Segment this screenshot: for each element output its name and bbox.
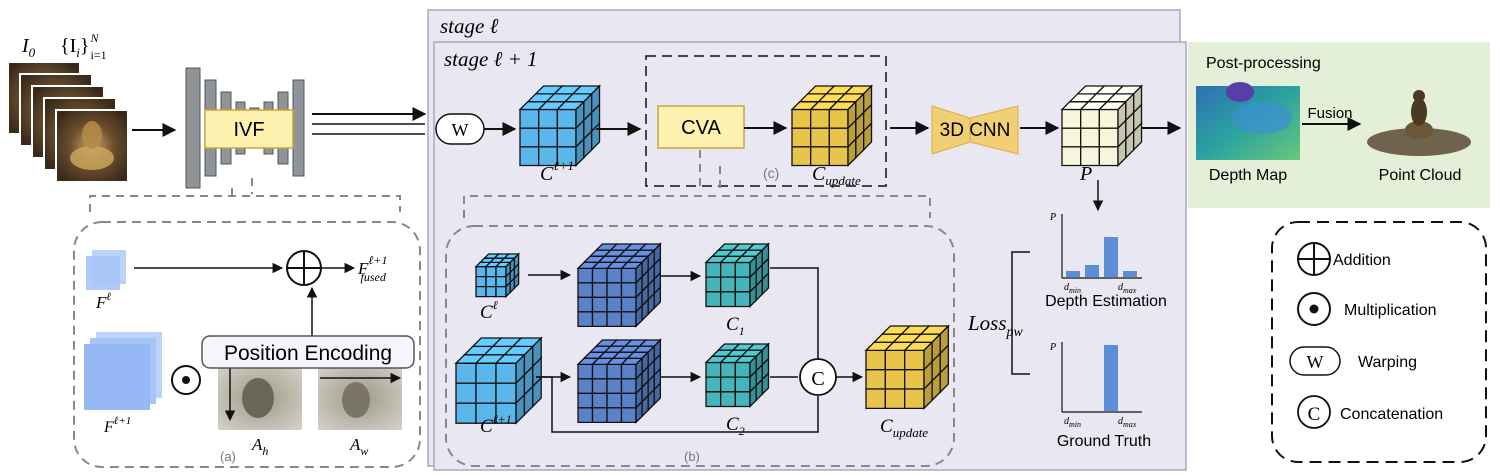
concat-node: C xyxy=(799,358,837,396)
c-l-cube xyxy=(474,252,521,299)
detail-a-connector xyxy=(89,178,401,212)
attention-map-w xyxy=(318,366,402,430)
cva-detail-panel xyxy=(445,225,955,467)
c1-label: C1 xyxy=(726,314,745,338)
cnn-3d: 3D CNN xyxy=(931,105,1019,155)
depth-estimation-bar-3 xyxy=(1123,271,1137,277)
feature-f-l xyxy=(86,250,126,290)
cnn-label: 3D CNN xyxy=(940,120,1011,141)
attention-map-h xyxy=(218,362,302,430)
svg-text:Warping: Warping xyxy=(1358,354,1417,371)
c1-cube xyxy=(704,242,771,309)
gt-dmax-label: dmax xyxy=(1118,416,1137,429)
legend-warping: W Warping xyxy=(1289,346,1417,376)
detail-b-connector xyxy=(463,150,931,218)
svg-text:P: P xyxy=(1049,342,1056,353)
legend-addition: Addition xyxy=(1297,242,1391,276)
depth-map xyxy=(1196,82,1300,160)
ref-image-label: I0 xyxy=(21,35,36,60)
dmin-label: dmin xyxy=(1064,282,1081,295)
cost-volume-cube xyxy=(518,84,602,168)
cost-volume-label: Cℓ+1 xyxy=(540,158,574,185)
dmax-label: dmax xyxy=(1118,282,1137,295)
addition-node xyxy=(286,250,322,286)
depth-estimation-bar-1 xyxy=(1085,265,1099,277)
depth-estimation-bar-0 xyxy=(1066,271,1080,277)
fusion-label: Fusion xyxy=(1307,105,1352,122)
c-update-cube xyxy=(790,84,874,168)
f-l-label: Fℓ xyxy=(95,291,111,312)
cva-region xyxy=(645,55,887,187)
position-encoding-box xyxy=(201,335,415,369)
c-l-feature-cube xyxy=(576,242,662,328)
ivf-network: IVF xyxy=(185,67,305,189)
legend-concatenation: C Concatenation xyxy=(1297,395,1443,429)
c2-label: C2 xyxy=(726,414,745,438)
a-w-label: Aw xyxy=(349,435,368,458)
f-l1-label: Fℓ+1 xyxy=(103,415,131,436)
svg-text:Multiplication: Multiplication xyxy=(1344,302,1436,319)
ground-truth-chart: P dmin dmax xyxy=(1049,342,1142,429)
post-processing-title: Post-processing xyxy=(1206,55,1321,72)
depth-map-label: Depth Map xyxy=(1209,167,1287,184)
svg-text:C: C xyxy=(1308,404,1321,425)
svg-text:Addition: Addition xyxy=(1333,252,1391,269)
image-stack xyxy=(7,61,129,183)
svg-text:Concatenation: Concatenation xyxy=(1340,406,1443,423)
cva-detail-tag: (b) xyxy=(684,449,700,464)
ground-truth-title: Ground Truth xyxy=(1057,433,1151,450)
stage-l-label: stage ℓ xyxy=(440,14,499,38)
svg-text:W: W xyxy=(1307,352,1324,372)
point-cloud xyxy=(1364,86,1474,160)
stage-l1-label: stage ℓ + 1 xyxy=(444,47,538,71)
point-cloud-label: Point Cloud xyxy=(1379,167,1462,184)
c-l1-feature-cube xyxy=(576,338,662,424)
loss-label: Losspw xyxy=(967,311,1024,340)
warp-symbol: W xyxy=(452,120,469,140)
gt-dmin-label: dmin xyxy=(1064,416,1081,429)
feature-f-l1 xyxy=(84,332,162,410)
cva-label: CVA xyxy=(681,117,721,139)
ivf-box xyxy=(204,109,294,149)
c-l-label: Cℓ xyxy=(480,298,498,323)
legend-multiplication: Multiplication xyxy=(1297,292,1436,326)
depth-estimation-bar-2 xyxy=(1104,237,1118,277)
c2-cube xyxy=(704,342,771,409)
multiplication-node xyxy=(171,365,201,395)
prob-label: P xyxy=(1079,163,1092,185)
c-l1-cube xyxy=(454,336,543,425)
ground-truth-bar-2 xyxy=(1104,345,1118,411)
a-h-label: Ah xyxy=(251,435,268,458)
position-encoding-label: Position Encoding xyxy=(224,342,392,365)
depth-estimation-title: Depth Estimation xyxy=(1045,293,1167,310)
c-l1-detail-label: Cℓ+1 xyxy=(480,412,512,437)
c-update-label: Cupdate xyxy=(812,163,861,188)
depth-estimation-chart: P dmin dmax xyxy=(1049,212,1142,295)
c-update-detail-label: Cupdate xyxy=(880,416,928,440)
svg-text:P: P xyxy=(1049,212,1056,223)
cva-box xyxy=(657,105,745,149)
fusion-tag: (a) xyxy=(220,449,236,464)
probability-cube xyxy=(1060,84,1144,168)
svg-text:C: C xyxy=(811,368,824,390)
ivf-label: IVF xyxy=(233,119,264,141)
c-update-detail-cube xyxy=(864,324,950,410)
fusion-detail-panel xyxy=(73,221,421,468)
cva-tag: (c) xyxy=(763,165,779,181)
